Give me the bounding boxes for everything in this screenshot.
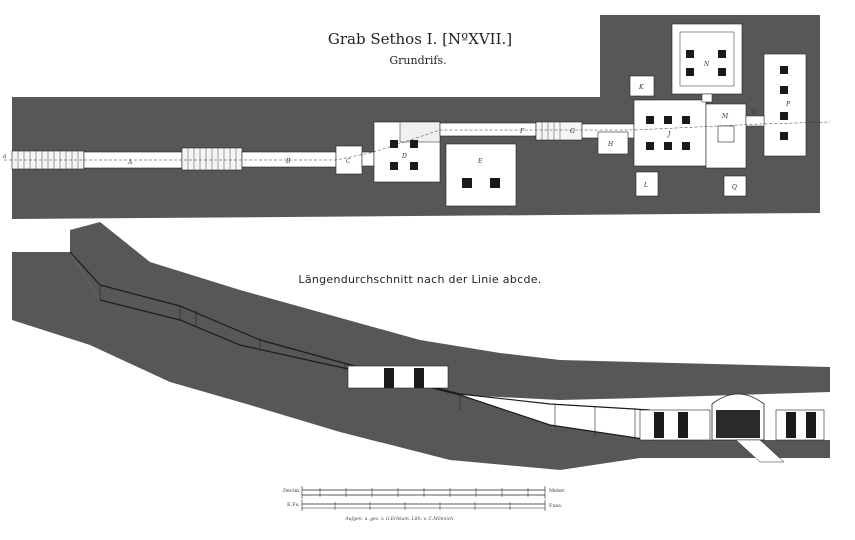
scale-top-left-label: Decim. <box>283 488 301 494</box>
section-heading: Längendurchschnitt nach der Linie abcde. <box>298 273 541 286</box>
plan-label-O: O <box>752 109 757 116</box>
plan-stair-F-hatching <box>541 122 561 140</box>
plan-label-K: K <box>638 84 644 91</box>
plan-hall-N-pillars <box>686 50 726 76</box>
plan-sarcophagus <box>717 125 735 143</box>
plan-label-P: P <box>785 101 791 108</box>
scale-bottom-right-label: Fuss. <box>549 503 563 509</box>
plan-label-L: L <box>643 182 648 189</box>
plan-hall-J <box>633 99 707 167</box>
section-hall-D <box>347 365 449 389</box>
plan-label-A: A <box>127 159 133 166</box>
plan-passage-N <box>701 93 713 103</box>
plan-hall-J-pillars <box>646 116 690 150</box>
plate-title: Grab Sethos I. [NºXVII.] <box>328 30 512 48</box>
plan-label-J: J <box>666 131 671 138</box>
plan-label-G: G <box>570 128 575 135</box>
plan-hall-N-inner <box>679 31 735 87</box>
plan-label-M: M <box>721 113 729 120</box>
plan-heading: Grundrifs. <box>389 54 446 67</box>
plan-hall-E-side-pillars <box>462 178 500 188</box>
section-hall-J-pillars <box>654 412 688 438</box>
section-view: Längendurchschnitt nach der Linie abcde. <box>12 222 830 470</box>
plan-hall-N <box>671 23 743 95</box>
plan-stair-D <box>399 121 441 143</box>
plan-view: a A B C D E F G H J K L M N O P Q <box>3 15 831 219</box>
scale-bar: Decim. Meter. E.Fs. Fuss. Aufgen. u. gez… <box>283 486 566 522</box>
plan-stair-F <box>535 121 583 141</box>
section-rock-upper <box>70 222 830 400</box>
plan-label-D: D <box>401 153 407 160</box>
plate-credit: Aufgen. u. gez. v. G.Erbkam. Lith. v. C.… <box>344 516 455 522</box>
section-hall-D-pillars <box>384 368 424 388</box>
plan-room-Q <box>723 175 747 197</box>
plan-room-P-pillars <box>780 66 788 140</box>
plan-label-E: E <box>477 158 483 165</box>
plan-label-Q: Q <box>732 184 737 191</box>
section-room-P <box>775 409 825 441</box>
section-room-P-pillars <box>786 412 816 438</box>
plan-label-N: N <box>703 61 710 68</box>
scale-bottom-left-label: E.Fs. <box>287 502 300 508</box>
plan-label-C: C <box>346 158 351 165</box>
plan-passage-P <box>745 115 765 127</box>
plan-stair-B-hatching <box>187 148 237 170</box>
scale-top-right-label: Meter. <box>549 488 566 494</box>
section-hall-J <box>639 409 711 441</box>
section-door-jambs <box>99 285 636 438</box>
plan-hall-D-pillars <box>390 140 418 170</box>
plan-room-H <box>597 131 629 155</box>
plan-corridor-A <box>83 151 183 169</box>
plan-section-line <box>4 121 831 161</box>
plan-label-B: B <box>285 158 291 165</box>
section-crypt-dark <box>716 410 760 438</box>
plan-hall-E-side <box>445 143 517 207</box>
plan-room-K <box>629 75 655 97</box>
plan-label-F: F <box>519 128 525 135</box>
plan-label-a: a <box>3 153 7 160</box>
section-descent-stair <box>735 439 785 463</box>
plan-room-L <box>635 171 659 197</box>
plan-label-H: H <box>607 141 614 148</box>
